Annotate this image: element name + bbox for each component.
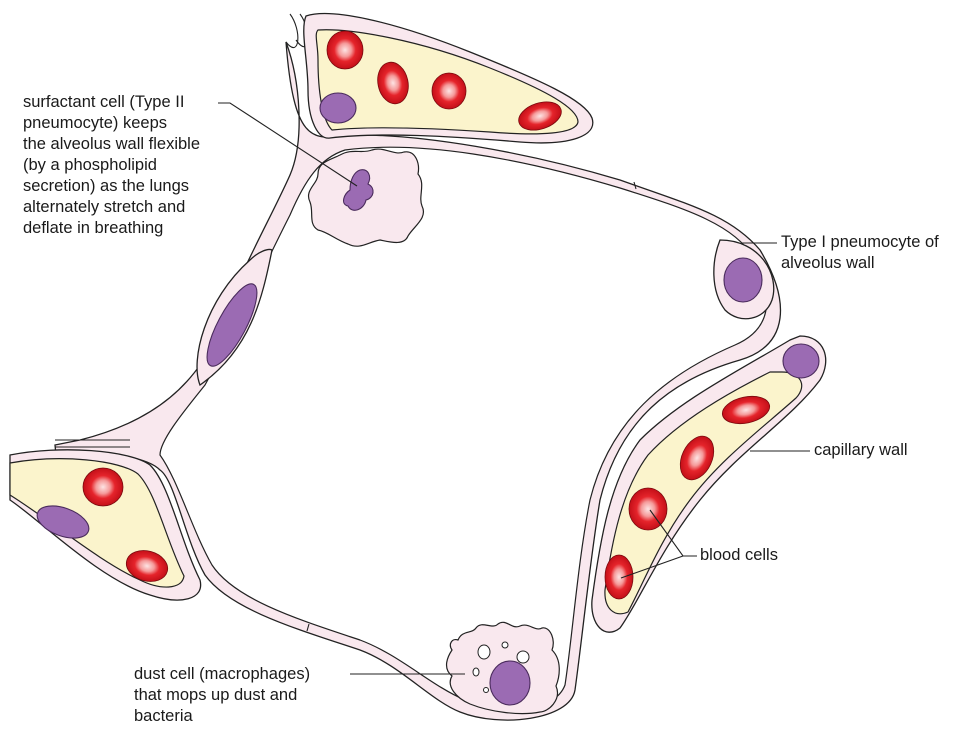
red-blood-cell — [327, 31, 363, 69]
blood-cells-label: blood cells — [700, 545, 778, 566]
red-blood-cell — [605, 555, 633, 599]
dust-cell-nucleus — [490, 661, 530, 705]
capillary-right-nucleus — [783, 344, 819, 378]
capillary-top — [304, 14, 593, 143]
type-one-pneumocyte-label: Type I pneumocyte of alveolus wall — [781, 232, 939, 274]
red-blood-cell — [629, 488, 667, 530]
red-blood-cell — [83, 468, 123, 506]
dust-cell-label: dust cell (macrophages) that mops up dus… — [134, 664, 310, 727]
capillary-top-nucleus — [320, 93, 356, 123]
type-one-nucleus-right — [724, 258, 762, 302]
surfactant-cell-label: surfactant cell (Type II pneumocyte) kee… — [23, 92, 200, 239]
capillary-wall-label: capillary wall — [814, 440, 908, 461]
red-blood-cell — [432, 73, 466, 109]
